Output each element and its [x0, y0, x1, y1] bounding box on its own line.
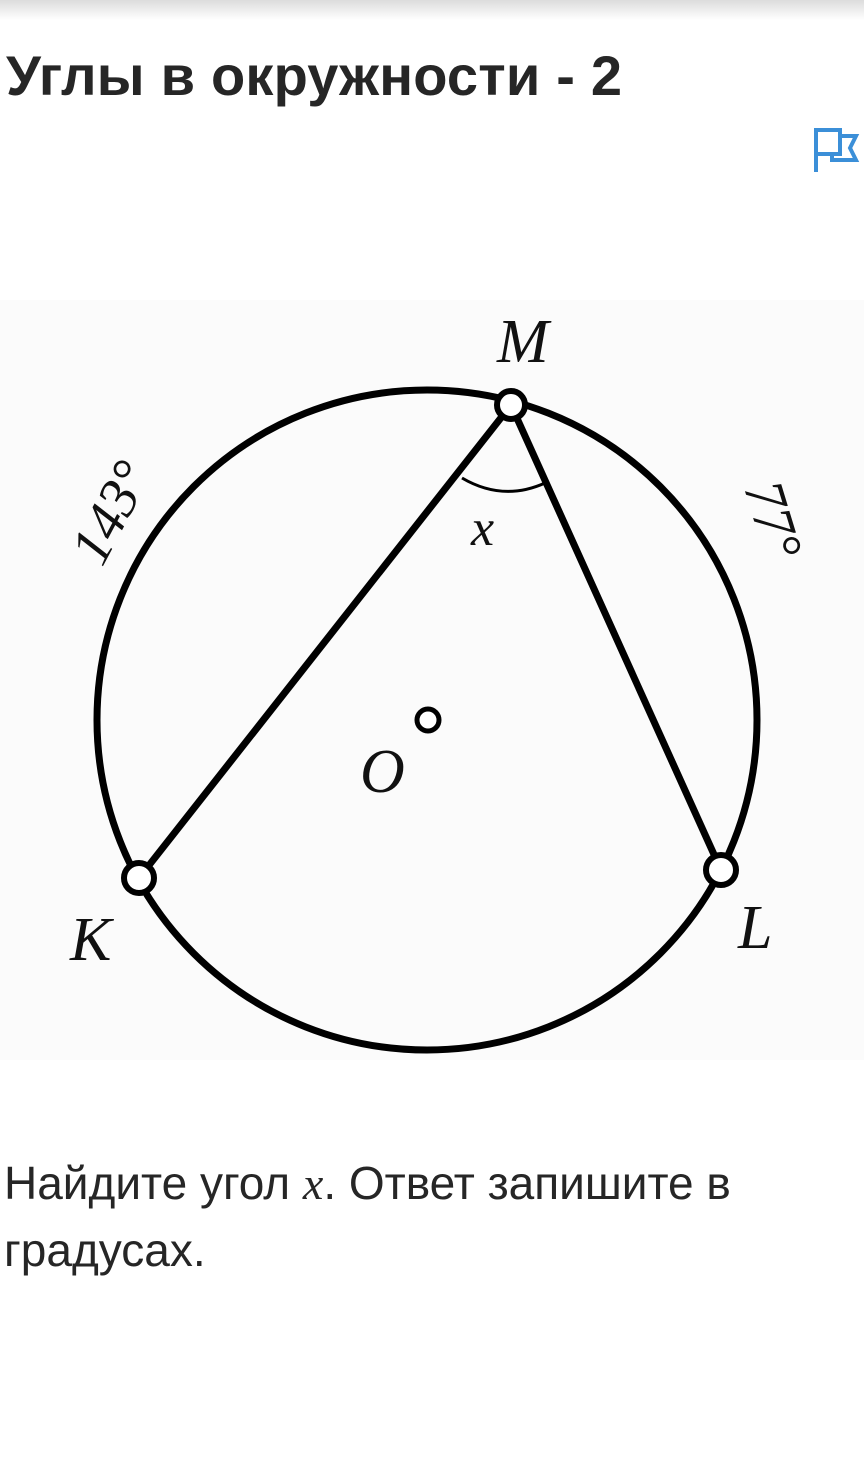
label-o: O — [360, 738, 405, 806]
label-x: x — [470, 500, 494, 557]
label-m: M — [496, 308, 552, 376]
point-o — [414, 706, 442, 734]
arc-label-77: 77° — [732, 474, 814, 567]
circle — [93, 386, 761, 1054]
point-m — [494, 388, 528, 422]
label-l: L — [737, 894, 772, 962]
question-variable: x — [302, 1158, 324, 1209]
arc-label-143: 143° — [59, 451, 164, 574]
circle-diagram: M K L O x 143° 77° — [59, 308, 814, 1054]
label-k: K — [69, 906, 115, 974]
point-l — [703, 852, 739, 888]
question-text: Найдите угол x. Ответ запишите в градуса… — [4, 1150, 854, 1283]
angle-arc-x — [461, 476, 546, 493]
geometry-figure: M K L O x 143° 77° — [0, 300, 864, 1060]
flag-icon — [814, 128, 860, 172]
chord-mk — [136, 402, 514, 881]
question-text-before: Найдите угол — [4, 1157, 303, 1209]
report-problem-button[interactable] — [804, 124, 860, 176]
page-title: Углы в окружности - 2 — [6, 44, 623, 107]
chord-ml — [507, 403, 725, 872]
point-k — [121, 860, 157, 896]
question-text-after: . Ответ запишите в градусах. — [4, 1157, 731, 1276]
top-bar-shadow — [0, 0, 864, 20]
